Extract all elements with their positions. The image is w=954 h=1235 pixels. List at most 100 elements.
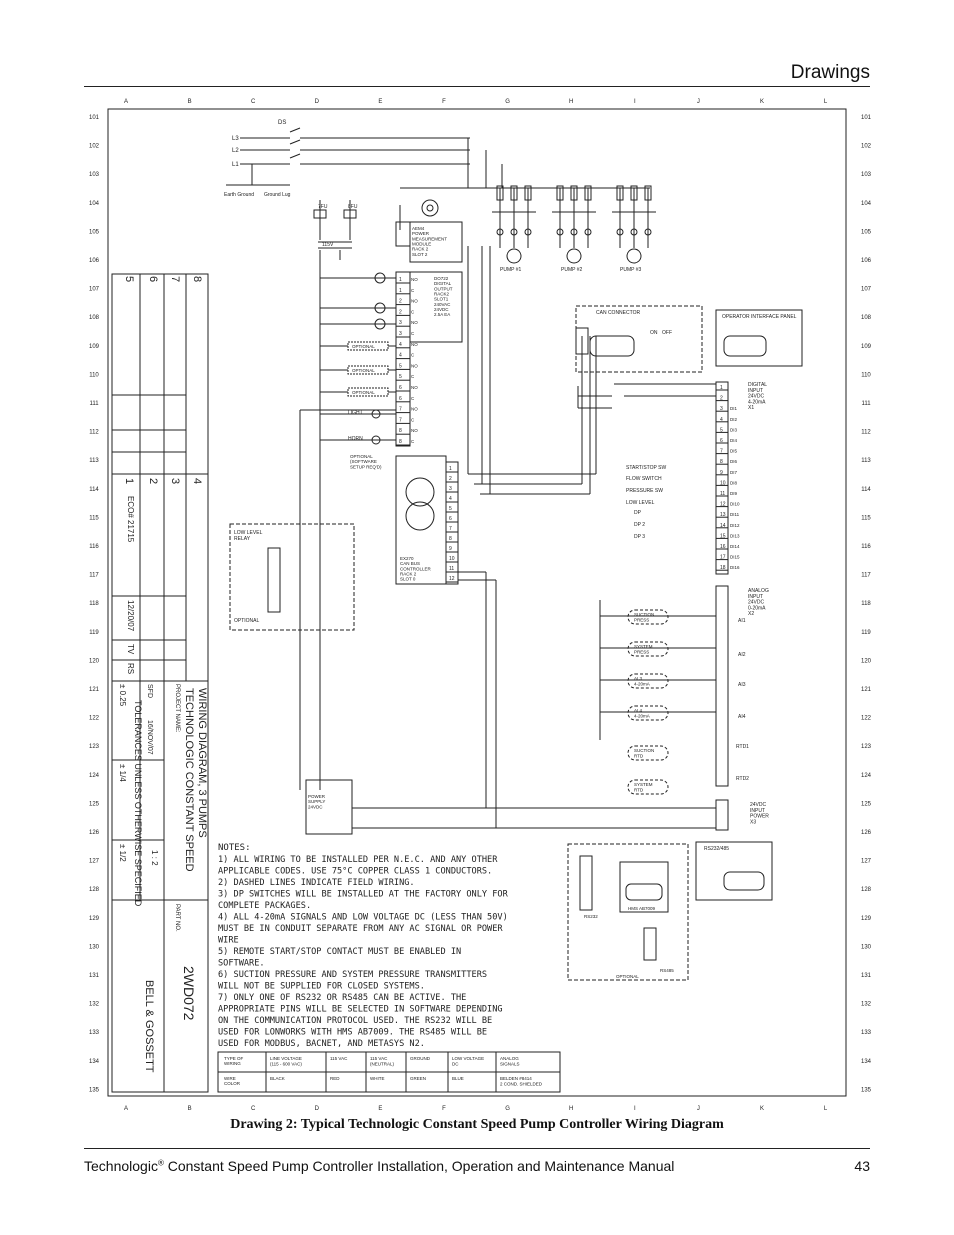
pump-circuits [492, 185, 656, 264]
ex270-terminal-num: 4 [449, 496, 452, 502]
do-terminal-type: NO [411, 385, 418, 390]
row-label-107: 107 [89, 287, 100, 293]
do-terminal-type: C [411, 353, 415, 358]
column-label-bottom-d: D [315, 1106, 320, 1112]
rs232-label: RS232 [584, 914, 598, 919]
note-line: MUST BE IN CONDUIT SEPARATE FROM ANY AC … [218, 924, 503, 934]
do-terminal-type: C [411, 374, 415, 379]
do-terminal-num: 4 [399, 353, 402, 359]
drawn-by: SFD [146, 684, 153, 698]
do-terminal-num: 2 [399, 299, 402, 305]
analog-device-box [627, 745, 669, 761]
row-label-134: 134 [89, 1059, 100, 1065]
column-label-bottom-f: F [442, 1106, 446, 1112]
project-line2: WIRING DIAGRAM, 3 PUMPS [196, 688, 208, 838]
do-terminal-num: 5 [399, 363, 402, 369]
ex270-terminal-num: 11 [449, 566, 454, 572]
optional-comm-label: OPTIONAL [616, 974, 639, 979]
ai2-label: AI2 [738, 652, 746, 658]
row-label-right-127: 127 [861, 859, 872, 865]
do-terminal-num: 6 [399, 385, 402, 391]
row-label-right-123: 123 [861, 744, 872, 750]
row-label-right-131: 131 [861, 973, 872, 979]
column-label-d: D [315, 99, 320, 105]
comm-option [567, 843, 765, 981]
do-terminal-type: C [411, 309, 415, 314]
di-terminal-num: 7 [720, 449, 723, 455]
operator-panel-label: OPERATOR INTERFACE PANEL [722, 314, 797, 320]
hms-label: HMS AB7009 [628, 906, 656, 911]
row-label-right-135: 135 [861, 1087, 872, 1093]
bus-lines [299, 246, 716, 828]
di-input-label: DI14 [730, 544, 740, 549]
note-line: 3) DP SWITCHES WILL BE INSTALLED AT THE … [218, 890, 509, 900]
di-input-label: DI15 [730, 555, 740, 560]
ex270-module [395, 455, 459, 585]
column-label-j: J [697, 99, 700, 105]
row-label-right-125: 125 [861, 801, 872, 807]
di-input-label: DI6 [730, 459, 738, 464]
row-label-126: 126 [89, 830, 100, 836]
input-terminal-strip [695, 381, 773, 901]
row-label-132: 132 [89, 1002, 100, 1008]
power-input [226, 127, 650, 790]
on-label: ON [650, 330, 658, 336]
ex270-terminal-num: 12 [449, 576, 455, 582]
row-label-110: 110 [89, 372, 99, 378]
transformer-115v-label: 115V [322, 242, 334, 248]
di-input-label: DI12 [730, 523, 740, 528]
wire-color-cell: WHITE [370, 1076, 385, 1081]
rtd1-label: RTD1 [736, 744, 749, 750]
page-number: 43 [854, 1158, 870, 1174]
note-line: USED FOR MODBUS, BACNET, AND METASYS N2. [218, 1039, 425, 1049]
do-terminal-num: 3 [399, 331, 402, 337]
row-label-119: 119 [89, 630, 99, 636]
l3-label: L3 [232, 136, 239, 142]
wire-type-cell: 115 VAC [330, 1056, 348, 1061]
ai1-label: AI1 [738, 618, 746, 624]
notes: 1) ALL WIRING TO BE INSTALLED PER N.E.C.… [218, 855, 509, 1049]
wire-color-table [217, 1051, 561, 1093]
analog-device-box [627, 705, 669, 721]
row-label-117: 117 [89, 573, 99, 579]
row-label-113: 113 [89, 458, 99, 464]
note-line: COMPLETE PACKAGES. [218, 901, 311, 911]
row-label-105: 105 [89, 229, 100, 235]
column-label-l: L [824, 99, 828, 105]
di-input-label: DI2 [730, 417, 738, 422]
wire-type-cell: 115 VAC(NEUTRAL) [370, 1056, 395, 1067]
row-label-131: 131 [89, 973, 100, 979]
row-label-124: 124 [89, 773, 100, 779]
fuse-7fu-label: 7FU [318, 204, 328, 210]
row-label-101: 101 [89, 115, 100, 121]
title-block: 5 6 7 8 1 2 3 4 ECO# 21715 12/20/07 TV R… [111, 273, 209, 1093]
row-label-109: 109 [89, 344, 100, 350]
column-label-bottom-e: E [378, 1106, 382, 1112]
ex270-terminal-num: 10 [449, 556, 455, 562]
fuse-8fu-label: 8FU [348, 204, 358, 210]
manual-title: Technologic® Constant Speed Pump Control… [84, 1158, 675, 1174]
di-input-label: DI13 [730, 533, 740, 538]
note-line: WILL NOT BE SUPPLIED FOR CLOSED SYSTEMS. [218, 982, 425, 992]
tolerances: TOLERANCES UNLESS OTHERWISE SPECIFIED [133, 700, 143, 907]
ex270-terminal-num: 3 [449, 486, 452, 492]
do-terminal-num: 4 [399, 342, 402, 348]
rev-num-2: 6 [147, 276, 159, 282]
optional-box-1: OPTIONAL [352, 344, 375, 349]
can-connector-label: CAN CONNECTOR [596, 310, 640, 316]
di-terminal-num: 9 [720, 470, 723, 476]
di-input-label: DI1 [730, 406, 738, 411]
do-terminal-num: 8 [399, 439, 402, 445]
wire-color-cell: BLUE [452, 1076, 464, 1081]
column-label-bottom-k: K [760, 1106, 764, 1112]
row-label-right-102: 102 [861, 144, 872, 150]
drawing-border [107, 108, 847, 1097]
do-terminal-type: NO [411, 428, 418, 433]
dp-label: DP [634, 510, 642, 516]
